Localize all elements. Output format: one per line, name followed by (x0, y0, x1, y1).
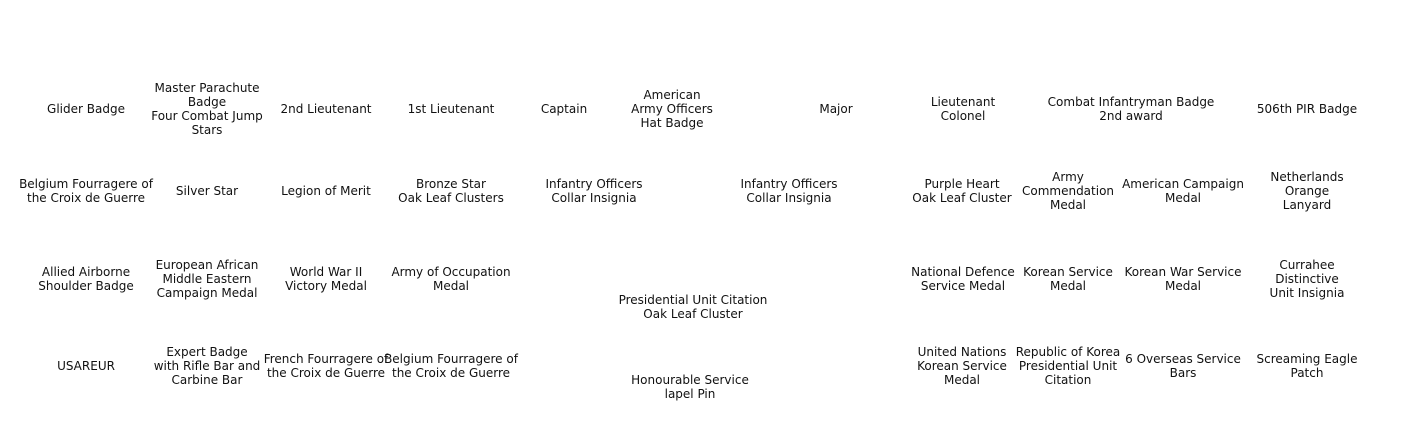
label-honourable-service-lapel-pin: Honourable Service lapel Pin (631, 373, 749, 401)
label-master-parachute-badge: Master Parachute Badge Four Combat Jump … (151, 81, 263, 137)
label-korean-war-service-medal: Korean War Service Medal (1124, 265, 1242, 293)
label-american-army-officers-hat-badge: American Army Officers Hat Badge (631, 88, 713, 130)
label-ww2-victory-medal: World War II Victory Medal (285, 265, 367, 293)
label-first-lieutenant: 1st Lieutenant (407, 102, 495, 116)
label-infantry-officers-collar-1: Infantry Officers Collar Insignia (545, 177, 643, 205)
label-army-of-occupation-medal: Army of Occupation Medal (391, 265, 511, 293)
label-legion-of-merit: Legion of Merit (281, 184, 371, 198)
label-six-overseas-service-bars: 6 Overseas Service Bars (1125, 352, 1241, 380)
label-allied-airborne-shoulder-badge: Allied Airborne Shoulder Badge (38, 265, 134, 293)
label-lieutenant-colonel: Lieutenant Colonel (930, 95, 996, 123)
label-belgium-fourragere-2: Belgium Fourragere of the Croix de Guerr… (384, 352, 518, 380)
label-national-defence-service-medal: National Defence Service Medal (911, 265, 1015, 293)
label-army-commendation-medal: Army Commendation Medal (1021, 170, 1115, 212)
label-expert-badge: Expert Badge with Rifle Bar and Carbine … (153, 345, 261, 387)
label-major: Major (819, 102, 853, 116)
label-presidential-unit-citation: Presidential Unit Citation Oak Leaf Clus… (618, 293, 768, 321)
label-american-campaign-medal: American Campaign Medal (1122, 177, 1244, 205)
label-combat-infantryman-badge: Combat Infantryman Badge 2nd award (1047, 95, 1215, 123)
label-silver-star: Silver Star (175, 184, 239, 198)
label-korean-service-medal: Korean Service Medal (1023, 265, 1113, 293)
label-netherlands-orange-lanyard: Netherlands Orange Lanyard (1270, 170, 1344, 212)
label-belgium-fourragere-1: Belgium Fourragere of the Croix de Guerr… (19, 177, 153, 205)
label-usareur: USAREUR (57, 359, 115, 373)
label-french-fourragere: French Fourragere of the Croix de Guerre (263, 352, 389, 380)
label-captain: Captain (540, 102, 588, 116)
label-currahee-unit-insignia: Currahee Distinctive Unit Insignia (1269, 258, 1345, 300)
label-506th-pir-badge: 506th PIR Badge (1256, 102, 1358, 116)
label-infantry-officers-collar-2: Infantry Officers Collar Insignia (740, 177, 838, 205)
label-second-lieutenant: 2nd Lieutenant (280, 102, 372, 116)
label-rok-presidential-unit-citation: Republic of Korea Presidential Unit Cita… (1015, 345, 1121, 387)
label-european-african-middle-eastern: European African Middle Eastern Campaign… (155, 258, 259, 300)
label-purple-heart: Purple Heart Oak Leaf Cluster (912, 177, 1012, 205)
label-screaming-eagle-patch: Screaming Eagle Patch (1256, 352, 1358, 380)
label-glider-badge: Glider Badge (47, 102, 125, 116)
label-un-korean-service-medal: United Nations Korean Service Medal (917, 345, 1007, 387)
label-bronze-star: Bronze Star Oak Leaf Clusters (398, 177, 504, 205)
